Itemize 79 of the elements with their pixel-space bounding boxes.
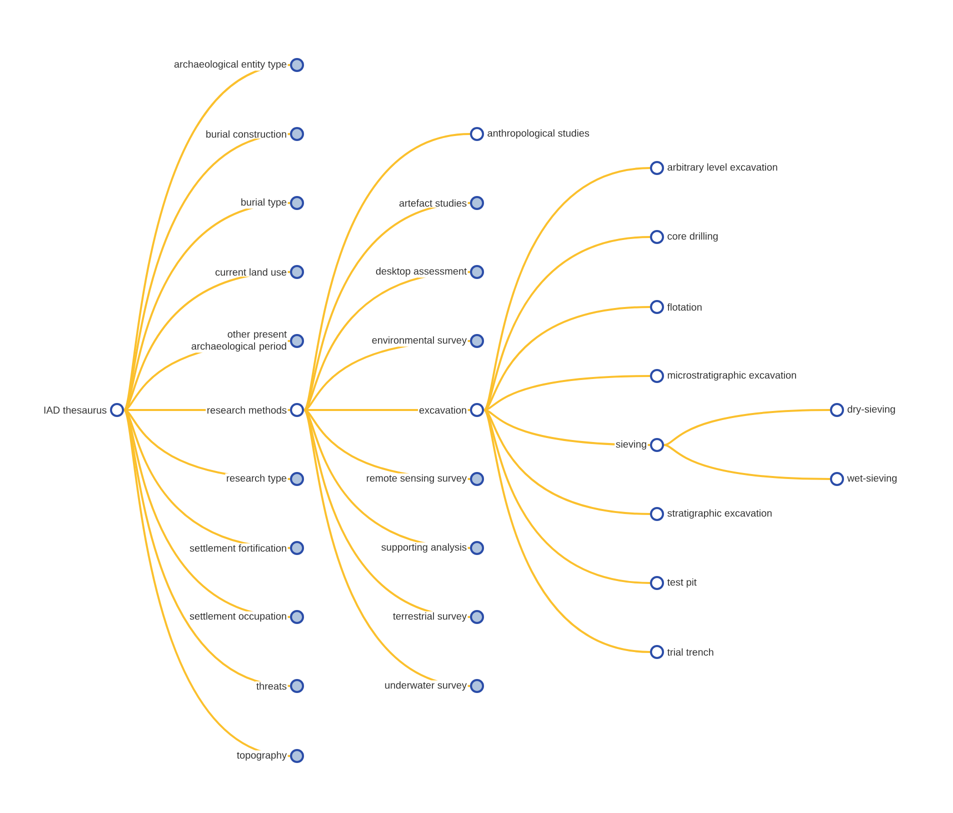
tree-link [303,409,470,618]
node-label: settlement occupation [190,612,286,622]
tree-node: flotation [650,300,704,314]
tree-node: research methods [206,403,304,417]
tree-node: burial construction [204,127,304,141]
tree-link [484,375,650,411]
tree-link [123,409,290,618]
tree-node: wet-sieving [830,472,898,486]
tree-node: arbitrary level excavation [650,161,779,175]
tree-node: remote sensing survey [365,472,484,486]
tree-node: environmental survey [370,334,484,348]
node-label: burial type [241,198,286,208]
node-label: microstratigraphic excavation [668,371,796,381]
node-label: flotation [667,303,702,311]
tree-link [483,167,650,411]
node-label: anthropological studies [488,129,590,139]
node-label: core drilling [668,232,718,242]
node-label: IAD thesaurus [44,406,106,414]
tree-node: desktop assessment [374,265,484,279]
tree-link [123,202,290,411]
tree-node: excavation [418,403,484,417]
tree-node: settlement occupation [188,610,304,624]
node-label: research methods [207,406,286,414]
node-label: wet-sieving [847,474,897,484]
node-label: artefact studies [399,199,466,207]
tree-node: burial type [240,196,304,210]
tree-link [483,409,650,515]
tree-node: settlement fortification [188,541,304,555]
tree-node: research type [225,472,304,486]
tree-node: test pit [650,576,698,590]
tree-node: topography [236,749,304,763]
tree-link [483,409,650,653]
node-label: dry-sieving [848,405,895,415]
tree-link [123,64,290,410]
tree-node: IAD thesaurus [42,403,124,417]
tree-node: trial trench [650,645,715,659]
node-label: archaeological entity type [174,60,286,70]
tree-link [483,306,650,411]
tree-link [123,410,290,757]
node-label: terrestrial survey [393,612,467,622]
tree-node: archaeological entity type [172,58,304,72]
tree-node: threats [255,679,304,693]
node-label: sieving [616,440,646,450]
node-label: underwater survey [385,681,467,691]
tree-link [664,444,830,480]
node-label: desktop assessment [376,267,467,277]
node-label: arbitrary level excavation [668,163,778,173]
tree-node: dry-sieving [830,403,897,417]
node-label: stratigraphic excavation [667,509,772,519]
node-label: other present archaeological period [192,330,287,352]
tree-node: underwater survey [384,679,484,693]
tree-node: sieving [614,438,664,452]
node-label: trial trench [667,648,714,656]
tree-link [303,410,470,687]
tree-node: terrestrial survey [392,610,484,624]
node-label: remote sensing survey [366,474,467,484]
node-label: research type [226,474,286,484]
node-label: burial construction [206,130,286,138]
tree-node: microstratigraphic excavation [650,369,798,383]
node-label: supporting analysis [381,543,466,553]
tree-link [123,133,290,410]
tree-link [664,409,830,446]
node-label: excavation [419,406,466,414]
tree-node: artefact studies [398,196,484,210]
tree-node: other present archaeological period [186,329,304,353]
node-label: topography [236,751,287,761]
node-label: test pit [667,578,697,588]
tree-node: anthropological studies [470,127,590,141]
tree-link [303,133,470,410]
tree-node: core drilling [650,230,720,244]
node-label: settlement fortification [190,544,286,552]
node-label: current land use [216,268,286,276]
tree-node: stratigraphic excavation [650,507,774,521]
node-label: threats [256,682,286,690]
tree-node: supporting analysis [380,541,484,555]
node-label: environmental survey [372,336,467,346]
tree-link [303,202,470,411]
tree-node: current land use [214,265,304,279]
tree-link [483,236,650,411]
